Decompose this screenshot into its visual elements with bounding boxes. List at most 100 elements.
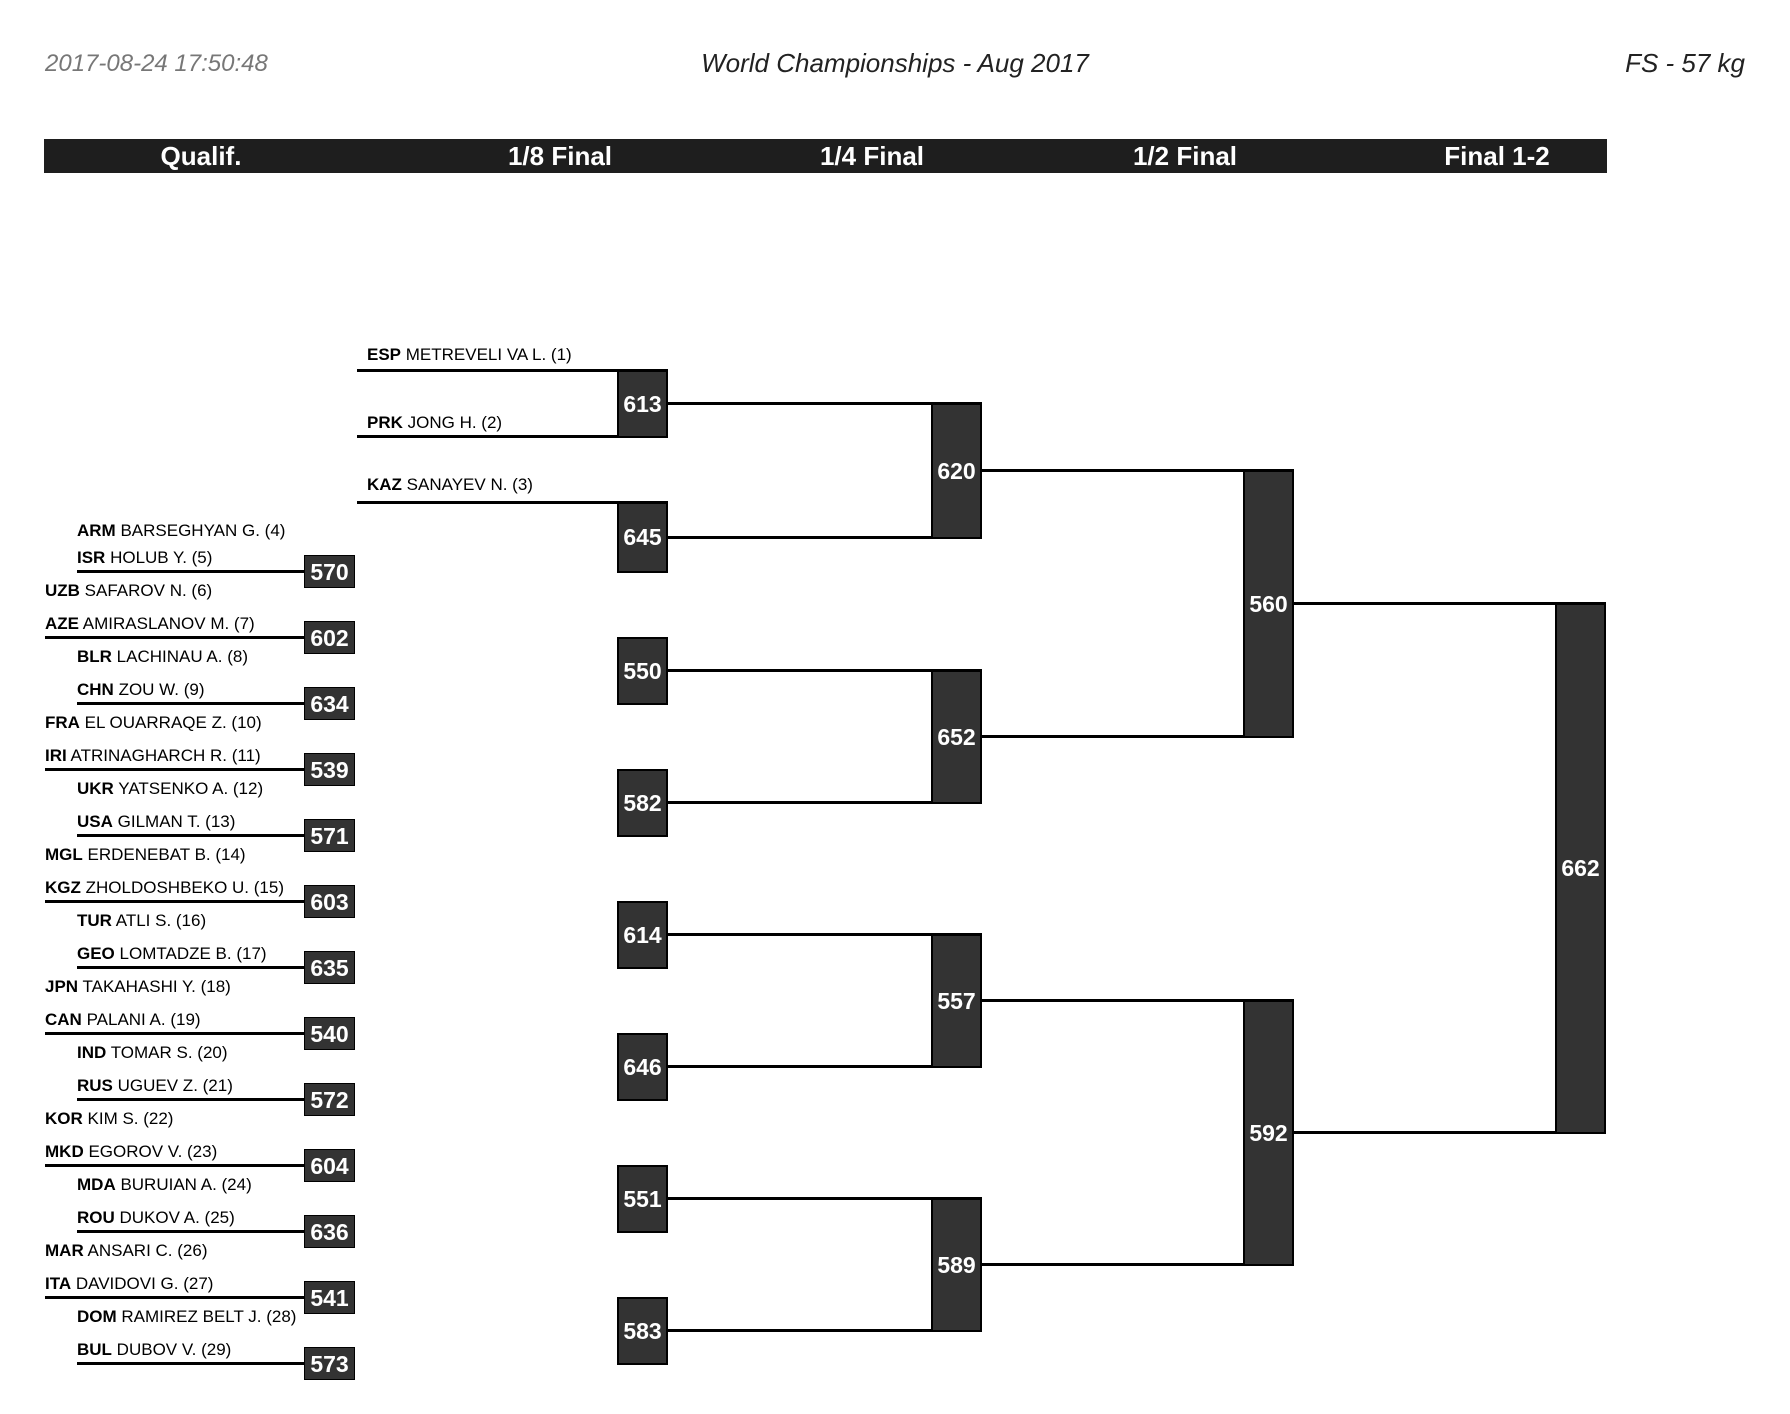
wrestler-entry: MDA BURUIAN A. (24) [77, 1174, 252, 1196]
wrestler-entry: DOM RAMIREZ BELT J. (28) [77, 1306, 296, 1328]
qualif-bout-number: 539 [304, 753, 355, 786]
qualif-bout-number: 634 [304, 687, 355, 720]
wrestler-name: METREVELI VA L. (1) [401, 345, 572, 364]
wrestler-entry: KAZ SANAYEV N. (3) [367, 474, 533, 496]
quarter-line [668, 1065, 982, 1068]
semi-line [982, 1263, 1294, 1266]
wrestler-name: BURUIAN A. (24) [115, 1175, 252, 1194]
wrestler-name: EGOROV V. (23) [83, 1142, 218, 1161]
eighth-bout-box: 645 [617, 502, 668, 573]
country-code: KOR [45, 1109, 83, 1128]
wrestler-name: RAMIREZ BELT J. (28) [116, 1307, 297, 1326]
wrestler-name: GILMAN T. (13) [112, 812, 236, 831]
qualif-line [77, 1230, 354, 1233]
qualif-line [45, 636, 354, 639]
wrestler-name: ANSARI C. (26) [83, 1241, 208, 1260]
country-code: MKD [45, 1142, 84, 1161]
eighth-bout-box: 551 [617, 1165, 668, 1233]
wrestler-name: TOMAR S. (20) [106, 1043, 228, 1062]
semi-line [982, 999, 1294, 1002]
wrestler-name: TAKAHASHI Y. (18) [78, 977, 231, 996]
wrestler-entry: ISR HOLUB Y. (5) [77, 547, 212, 569]
qualif-bout-number: 604 [304, 1149, 355, 1182]
wrestler-entry: RUS UGUEV Z. (21) [77, 1075, 233, 1097]
qualif-line [77, 1098, 354, 1101]
wrestler-name: DUKOV A. (25) [114, 1208, 235, 1227]
wrestler-name: SANAYEV N. (3) [401, 475, 533, 494]
eighth-line [357, 369, 668, 372]
country-code: KGZ [45, 878, 81, 897]
country-code: RUS [77, 1076, 113, 1095]
wrestler-entry: FRA EL OUARRAQE Z. (10) [45, 712, 262, 734]
qualif-line [77, 834, 354, 837]
qualif-line [45, 1296, 354, 1299]
country-code: DOM [77, 1307, 117, 1326]
wrestler-name: EL OUARRAQE Z. (10) [79, 713, 262, 732]
round-label-semi: 1/2 Final [1132, 141, 1238, 171]
semi-bout-box: 592 [1243, 1000, 1294, 1266]
eighth-bout-box: 646 [617, 1033, 668, 1101]
final-bout-box: 662 [1555, 603, 1606, 1134]
wrestler-entry: BLR LACHINAU A. (8) [77, 646, 248, 668]
final-line [1294, 602, 1606, 605]
semi-line [982, 469, 1294, 472]
qualif-bout-number: 603 [304, 885, 355, 918]
quarter-bout-box: 557 [931, 934, 982, 1068]
country-code: MGL [45, 845, 83, 864]
qualif-line [45, 900, 354, 903]
quarter-line [668, 933, 982, 936]
country-code: BUL [77, 1340, 112, 1359]
country-code: FRA [45, 713, 80, 732]
eighth-bout-box: 613 [617, 370, 668, 438]
wrestler-name: ATRINAGHARCH R. (11) [66, 746, 261, 765]
wrestler-name: BARSEGHYAN G. (4) [115, 521, 286, 540]
print-timestamp: 2017-08-24 17:50:48 [45, 50, 268, 77]
wrestler-entry: ROU DUKOV A. (25) [77, 1207, 235, 1229]
country-code: CAN [45, 1010, 82, 1029]
round-label-qualif: Qualif. [160, 141, 242, 171]
wrestler-entry: CAN PALANI A. (19) [45, 1009, 201, 1031]
wrestler-name: AMIRASLANOV M. (7) [79, 614, 255, 633]
wrestler-entry: TUR ATLI S. (16) [77, 910, 206, 932]
quarter-bout-box: 620 [931, 403, 982, 539]
wrestler-name: ZHOLDOSHBEKO U. (15) [80, 878, 284, 897]
country-code: ROU [77, 1208, 115, 1227]
wrestler-entry: CHN ZOU W. (9) [77, 679, 205, 701]
wrestler-name: LACHINAU A. (8) [111, 647, 248, 666]
qualif-line [45, 768, 354, 771]
wrestler-name: HOLUB Y. (5) [105, 548, 213, 567]
qualif-bout-number: 571 [304, 819, 355, 852]
qualif-bout-number: 572 [304, 1083, 355, 1116]
wrestler-name: YATSENKO A. (12) [113, 779, 264, 798]
quarter-line [668, 801, 982, 804]
country-code: IND [77, 1043, 107, 1062]
country-code: BLR [77, 647, 112, 666]
wrestler-entry: UKR YATSENKO A. (12) [77, 778, 263, 800]
final-line [1294, 1131, 1606, 1134]
wrestler-entry: IRI ATRINAGHARCH R. (11) [45, 745, 261, 767]
quarter-line [668, 402, 982, 405]
semi-bout-box: 560 [1243, 470, 1294, 738]
wrestler-name: LOMTADZE B. (17) [114, 944, 267, 963]
wrestler-name: JONG H. (2) [402, 413, 503, 432]
quarter-line [668, 1329, 982, 1332]
wrestler-entry: IND TOMAR S. (20) [77, 1042, 228, 1064]
wrestler-name: SAFAROV N. (6) [79, 581, 213, 600]
country-code: ESP [367, 345, 402, 364]
eighth-bout-box: 582 [617, 769, 668, 837]
qualif-line [77, 1362, 354, 1365]
qualif-bout-number: 540 [304, 1017, 355, 1050]
round-label-quarter: 1/4 Final [819, 141, 925, 171]
eighth-line [357, 501, 668, 504]
wrestler-entry: MGL ERDENEBAT B. (14) [45, 844, 246, 866]
wrestler-name: DAVIDOVI G. (27) [71, 1274, 214, 1293]
country-code: USA [77, 812, 113, 831]
eighth-bout-box: 614 [617, 901, 668, 969]
qualif-line [77, 966, 354, 969]
wrestler-entry: KOR KIM S. (22) [45, 1108, 173, 1130]
qualif-line [77, 570, 354, 573]
round-label-final: Final 1-2 [1444, 141, 1550, 171]
qualif-bout-number: 541 [304, 1281, 355, 1314]
qualif-bout-number: 570 [304, 555, 355, 588]
